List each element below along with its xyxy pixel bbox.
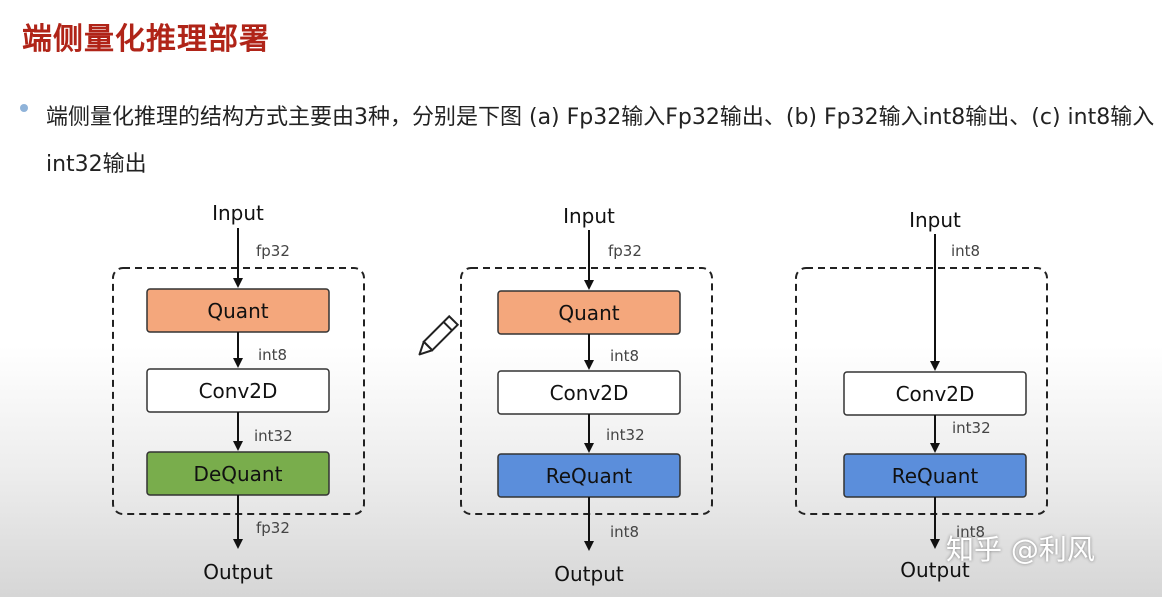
description-text: 端侧量化推理的结构方式主要由3种，分别是下图 (a) Fp32输入Fp32输出、…	[46, 105, 1155, 177]
diagram-b-output-label: Output	[554, 562, 624, 586]
watermark: 知乎 @利风	[946, 533, 1095, 566]
diagram-a-input-label: Input	[212, 201, 264, 225]
diagram-b-quant-label: Quant	[558, 301, 619, 325]
diagram-b-requant-label: ReQuant	[546, 464, 633, 488]
diagram-a-output-type: fp32	[256, 519, 290, 537]
diagram-b-input-type: fp32	[608, 242, 642, 260]
diagram-c: Input int8 Conv2D int32 ReQuant int8 Out…	[795, 208, 1048, 582]
page-title: 端侧量化推理部署	[22, 22, 270, 57]
diagram-c-dashed-frame	[795, 267, 1048, 515]
diagram-b-between-1: int8	[610, 347, 639, 365]
diagram-a-quant-label: Quant	[207, 299, 268, 323]
diagram-c-input-type: int8	[951, 242, 980, 260]
diagram-a-dequant-label: DeQuant	[194, 462, 283, 486]
diagram-b: Input fp32 Quant int8 Conv2D int32 ReQua…	[460, 204, 713, 586]
diagram-a-input-type: fp32	[256, 242, 290, 260]
diagram-a: Input fp32 Quant int8 Conv2D int32 DeQua…	[112, 201, 365, 584]
diagram-a-between-1: int8	[258, 346, 287, 364]
diagram-a-conv-label: Conv2D	[199, 379, 278, 403]
diagram-a-between-2: int32	[254, 427, 293, 445]
diagram-b-between-2: int32	[606, 426, 645, 444]
diagram-b-output-type: int8	[610, 523, 639, 541]
diagram-c-between-1: int32	[952, 419, 991, 437]
diagram-a-output-label: Output	[203, 560, 273, 584]
pencil-icon	[418, 314, 460, 356]
bullet-dot	[20, 104, 28, 112]
diagram-b-dashed-frame	[460, 267, 713, 515]
diagram-c-output-type: int8	[956, 523, 985, 541]
diagram-c-output-label: Output	[900, 558, 970, 582]
diagram-b-input-label: Input	[563, 204, 615, 228]
diagram-c-input-label: Input	[909, 208, 961, 232]
diagram-c-conv-label: Conv2D	[896, 382, 975, 406]
diagram-b-conv-label: Conv2D	[550, 381, 629, 405]
diagram-c-requant-label: ReQuant	[892, 464, 979, 488]
